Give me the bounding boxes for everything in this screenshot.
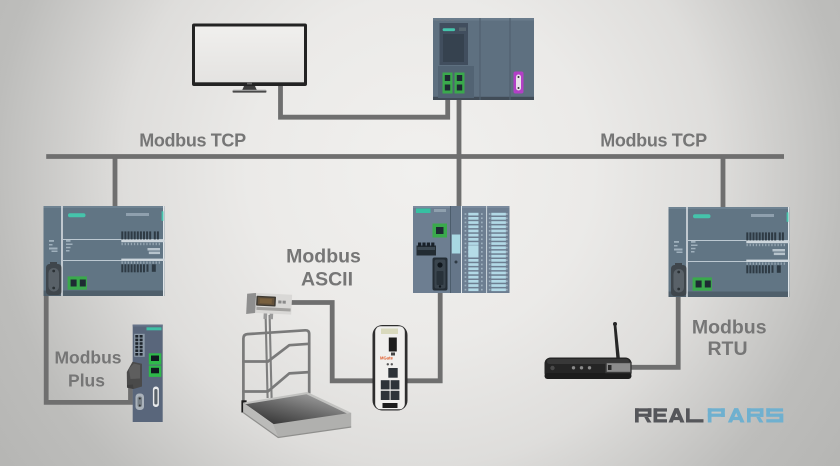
svg-text:Modbus TCP: Modbus TCP xyxy=(600,131,707,151)
svg-text:Modbus: Modbus xyxy=(54,348,121,368)
svg-text:Modbus TCP: Modbus TCP xyxy=(139,131,246,151)
svg-text:Modbus: Modbus xyxy=(286,246,361,268)
svg-text:MGate: MGate xyxy=(380,356,393,361)
svg-text:ASCII: ASCII xyxy=(301,269,353,291)
svg-text:Modbus: Modbus xyxy=(692,317,767,339)
svg-text:RTU: RTU xyxy=(707,338,747,360)
svg-text:Plus: Plus xyxy=(68,370,105,390)
